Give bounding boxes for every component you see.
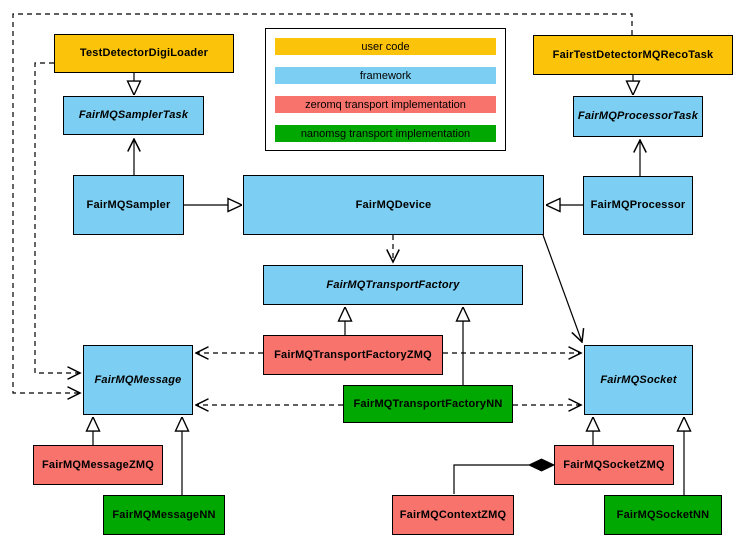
node-fairmq-transport-factory: FairMQTransportFactory <box>263 265 523 305</box>
edge-digiloader-depends-message <box>34 62 80 373</box>
edge-recotask-depends-message <box>12 13 633 393</box>
composition-diamond <box>527 458 556 472</box>
node-fairmq-device: FairMQDevice <box>243 175 544 235</box>
edge-socketzmq-owns-contextzmq <box>453 464 529 494</box>
node-fairmq-socket: FairMQSocket <box>584 345 693 415</box>
node-test-detector-digi-loader: TestDetectorDigiLoader <box>54 34 234 73</box>
node-fairmq-processor-task: FairMQProcessorTask <box>573 96 703 137</box>
node-fairmq-socket-nn: FairMQSocketNN <box>604 495 722 535</box>
legend-item-user-code: user code <box>275 38 496 55</box>
node-fair-test-detector-mq-reco-task: FairTestDetectorMQRecoTask <box>533 35 733 75</box>
node-fairmq-context-zmq: FairMQContextZMQ <box>392 495 514 535</box>
node-fairmq-message: FairMQMessage <box>83 345 193 415</box>
node-fairmq-transport-factory-zmq: FairMQTransportFactoryZMQ <box>263 335 443 375</box>
node-fairmq-processor: FairMQProcessor <box>583 176 693 235</box>
node-fairmq-transport-factory-nn: FairMQTransportFactoryNN <box>343 385 513 423</box>
legend-item-nanomsg: nanomsg transport implementation <box>275 125 496 142</box>
legend-item-zeromq: zeromq transport implementation <box>275 96 496 113</box>
node-fairmq-sampler: FairMQSampler <box>73 175 184 235</box>
node-fairmq-message-zmq: FairMQMessageZMQ <box>33 445 163 485</box>
node-fairmq-sampler-task: FairMQSamplerTask <box>63 96 204 135</box>
legend: user code framework zeromq transport imp… <box>265 28 506 151</box>
legend-item-framework: framework <box>275 67 496 84</box>
node-fairmq-message-nn: FairMQMessageNN <box>103 495 225 535</box>
edge-device-uses-socket <box>542 234 582 342</box>
node-fairmq-socket-zmq: FairMQSocketZMQ <box>554 445 674 485</box>
